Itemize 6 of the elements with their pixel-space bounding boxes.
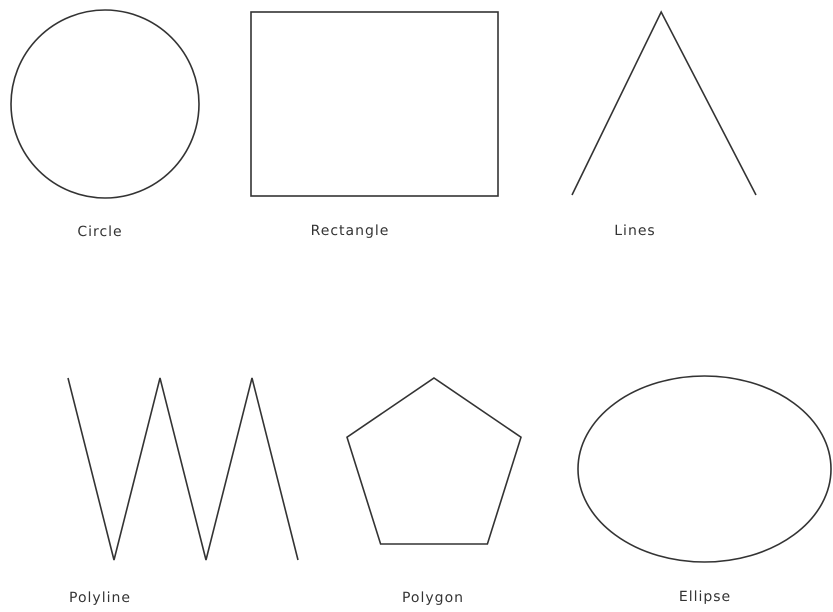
shape-caption: Circle [77, 224, 123, 240]
shape-caption: Lines [614, 223, 656, 239]
shape-caption: Rectangle [310, 223, 390, 239]
shape-caption: Polyline [69, 590, 131, 606]
shape-caption: Ellipse [678, 589, 732, 605]
shape-caption: Polygon [402, 590, 464, 606]
